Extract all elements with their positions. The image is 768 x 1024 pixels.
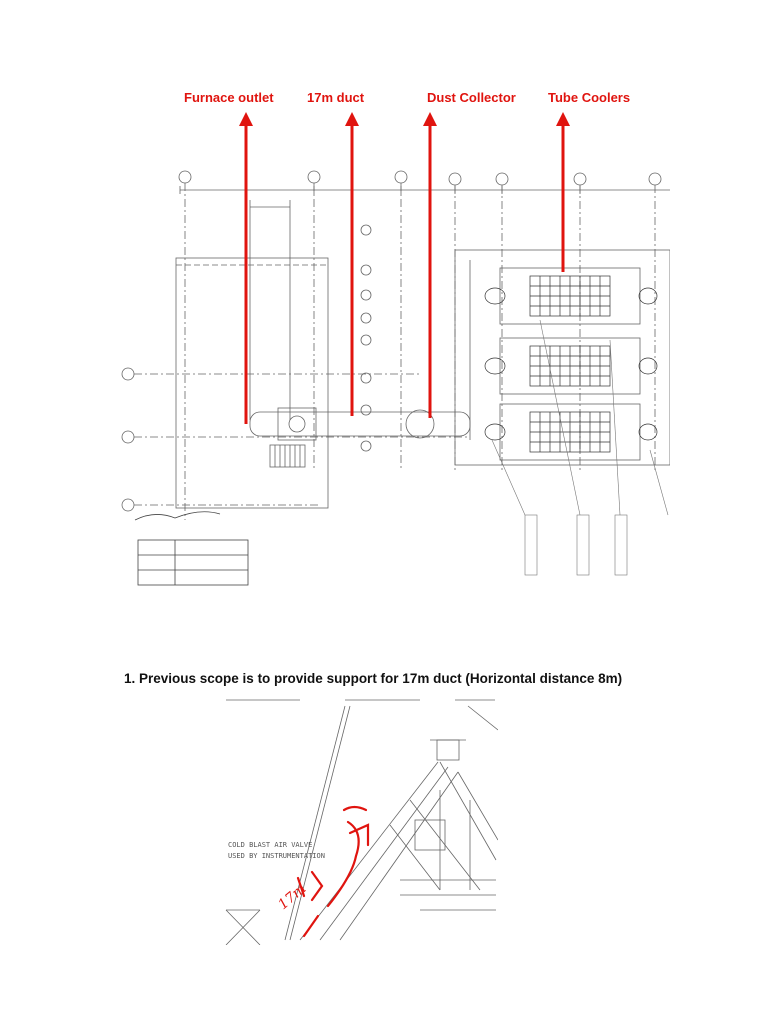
furnace-outlet-label: Furnace outlet: [184, 90, 274, 105]
duct-17m-label: 17m duct: [307, 90, 365, 105]
elevation-drawing: COLD BLAST AIR VALVE USED BY INSTRUMENTA…: [225, 699, 498, 945]
cold-blast-note-line2: USED BY INSTRUMENTATION: [228, 852, 325, 860]
cold-blast-note-line1: COLD BLAST AIR VALVE: [228, 841, 312, 849]
scope-caption: 1. Previous scope is to provide support …: [124, 671, 623, 686]
tube-coolers-label: Tube Coolers: [548, 90, 631, 105]
plan-drawing: [121, 112, 670, 586]
dust-collector-label: Dust Collector: [427, 90, 516, 105]
